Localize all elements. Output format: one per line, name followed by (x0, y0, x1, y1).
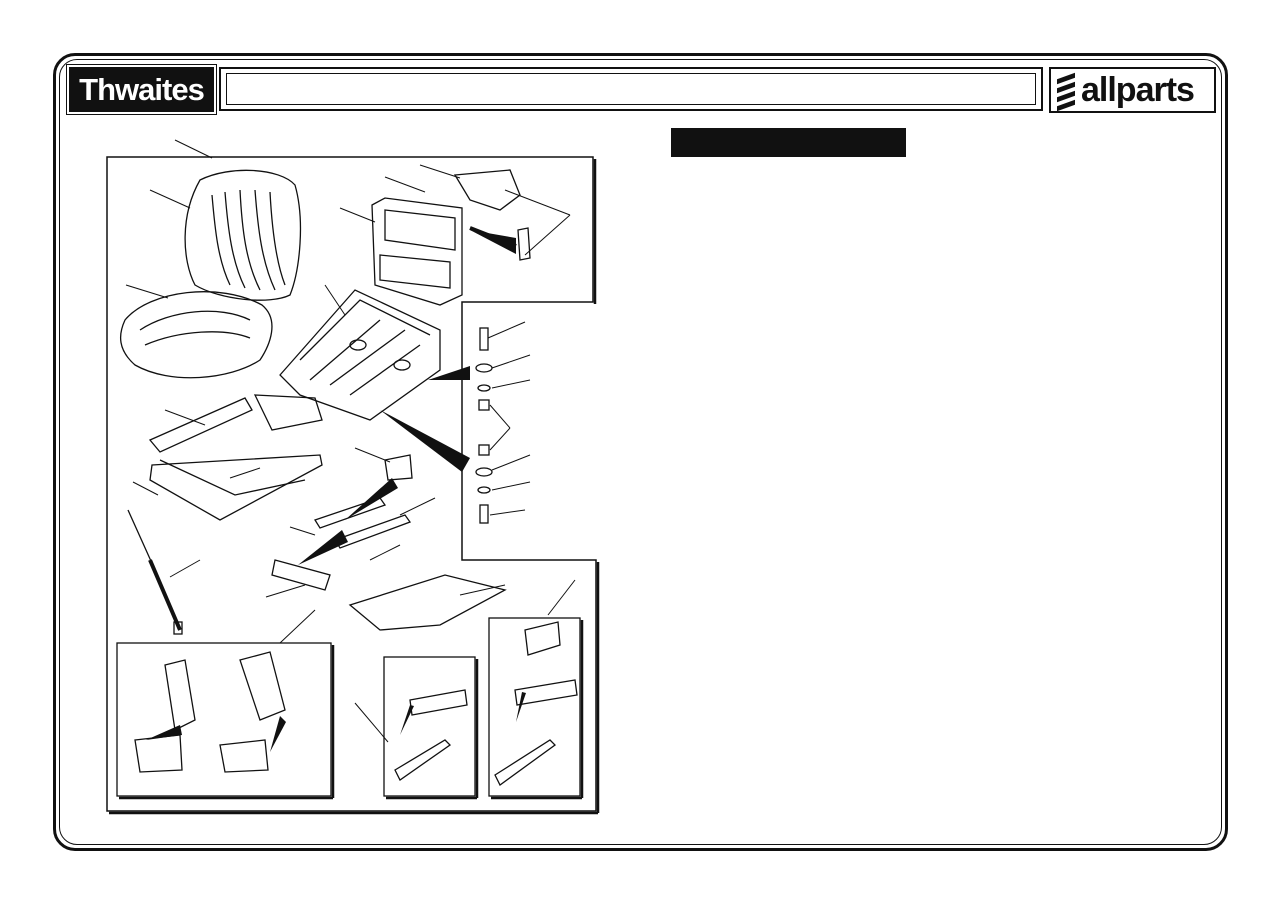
suspension-frame (148, 394, 323, 521)
inset-rail-panel-b (488, 617, 581, 797)
fastener-stack (475, 327, 493, 524)
thwaites-logo-text: Thwaites (79, 71, 205, 107)
page-border (53, 53, 1228, 851)
hinge-parts-left (134, 651, 286, 773)
armrest-strip (517, 227, 531, 261)
rail-parts-a (394, 689, 468, 781)
armrest-bracket (453, 169, 521, 211)
title-box-inner (226, 73, 1036, 105)
rail-parts-b (494, 621, 578, 786)
allparts-logo: allparts (1049, 67, 1216, 113)
inset-hinge-panel (116, 642, 332, 797)
seat-back-cushion (184, 169, 302, 301)
title-box (219, 67, 1043, 111)
page-border-inner (59, 59, 1222, 845)
inset-rail-panel-a (383, 656, 476, 797)
seat-cushion (119, 291, 273, 379)
base-plate (348, 574, 507, 631)
gas-strut (127, 509, 183, 635)
pointer-wedges (146, 230, 526, 752)
backrest-shell (371, 197, 463, 306)
diagram-outline (106, 156, 597, 812)
section-heading-bar (671, 128, 906, 157)
thwaites-logo: Thwaites (66, 64, 217, 115)
seat-pan (279, 289, 441, 421)
slide-rails (271, 454, 413, 591)
allparts-logo-text: allparts (1081, 71, 1195, 109)
leader-lines (125, 139, 576, 743)
